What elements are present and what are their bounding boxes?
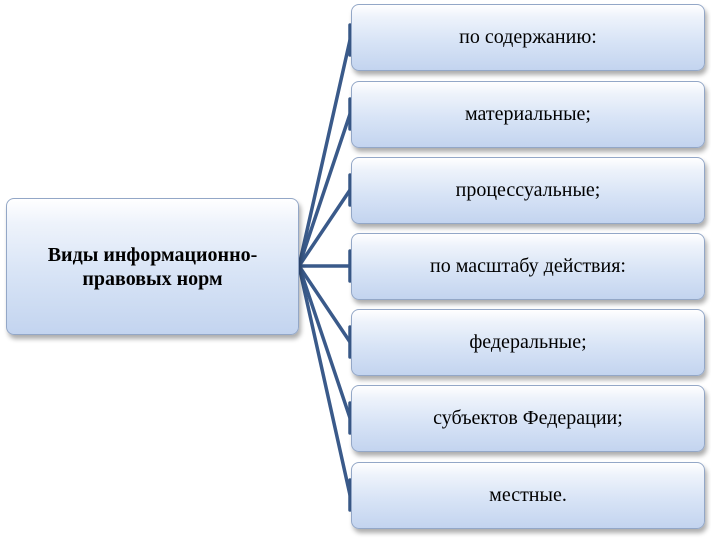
branch-node-federal: федеральные; bbox=[351, 309, 705, 376]
branch-node-label: по содержанию: bbox=[459, 26, 597, 48]
branch-node-label: субъектов Федерации; bbox=[433, 407, 623, 429]
branch-node-label: федеральные; bbox=[469, 331, 587, 353]
branch-node-label: процессуальные; bbox=[455, 179, 601, 201]
branch-node-scope: по масштабу действия: bbox=[351, 233, 705, 300]
branch-node-content: по содержанию: bbox=[351, 4, 705, 71]
branch-node-label: по масштабу действия: bbox=[430, 255, 626, 277]
connector-line bbox=[297, 264, 352, 420]
branch-node-federation-subjects: субъектов Федерации; bbox=[351, 385, 705, 452]
connector-line bbox=[297, 264, 352, 497]
connector-line bbox=[297, 112, 352, 268]
connector-line bbox=[297, 188, 352, 268]
branch-node-procedural: процессуальные; bbox=[351, 157, 705, 224]
branch-node-label: местные. bbox=[489, 484, 567, 506]
branch-node-material: материальные; bbox=[351, 81, 705, 148]
connector-line bbox=[297, 38, 352, 268]
root-node-label: Виды информационно-правовых норм bbox=[47, 243, 258, 290]
branch-node-local: местные. bbox=[351, 462, 705, 529]
connector-line bbox=[297, 264, 352, 344]
branch-node-label: материальные; bbox=[465, 103, 591, 125]
root-node: Виды информационно-правовых норм bbox=[6, 198, 299, 335]
